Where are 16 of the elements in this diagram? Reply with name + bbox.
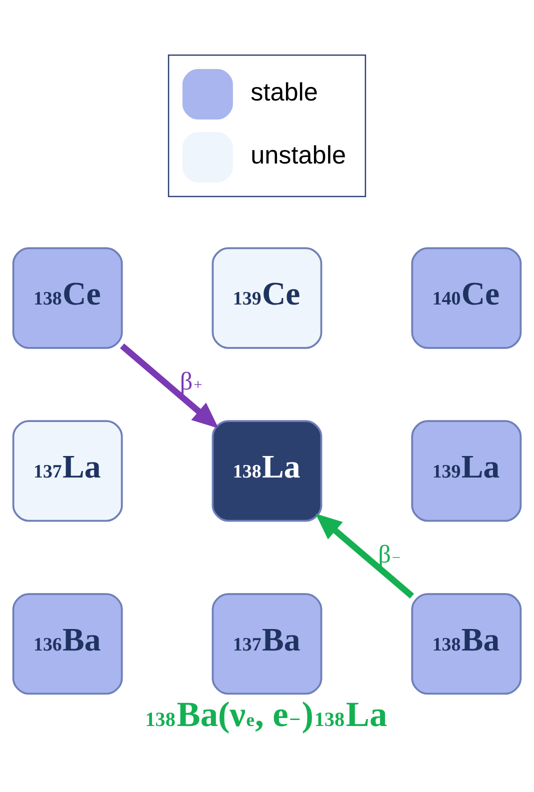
- legend-label: unstable: [250, 141, 346, 170]
- node-box: 138La: [212, 420, 322, 522]
- arrow: [120, 342, 219, 428]
- node-box: 139La: [411, 420, 522, 522]
- edge-label: β−: [378, 540, 400, 568]
- edge-label: β+: [180, 368, 202, 396]
- node-box: 139Ce: [212, 246, 322, 348]
- node-box: 136Ba: [12, 592, 123, 694]
- node-box: 137La: [12, 420, 123, 522]
- node-box: 138Ba: [411, 592, 522, 694]
- caption: 138Ba(νe, e−)138La: [145, 694, 388, 734]
- node-box: 138Ce: [12, 246, 123, 348]
- legend-label: stable: [250, 78, 318, 106]
- arrow: [316, 513, 414, 598]
- node-box: 137Ba: [212, 592, 322, 694]
- node-box: 140Ce: [411, 246, 522, 348]
